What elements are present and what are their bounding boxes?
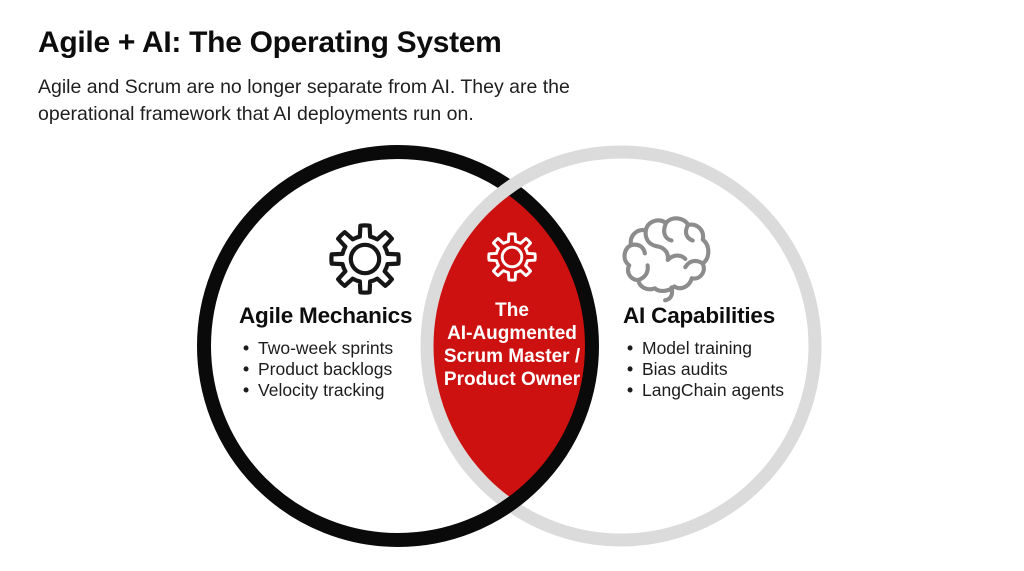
left-circle-title: Agile Mechanics [239,303,413,328]
left-circle-list: Two-week sprints Product backlogs Veloci… [241,338,444,401]
gear-icon [329,223,401,295]
right-circle-content: AI Capabilities Model training Bias audi… [623,303,833,401]
gear-icon [487,232,537,282]
list-item: Velocity tracking [241,380,444,401]
right-circle-ring-bottom [456,460,786,547]
list-item: Two-week sprints [241,338,444,359]
page-subtitle: Agile and Scrum are no longer separate f… [38,76,570,125]
right-circle-list: Model training Bias audits LangChain age… [625,338,833,401]
brain-icon [622,216,711,303]
intersection-lens [424,183,595,509]
page-title: Agile + AI: The Operating System [38,26,502,59]
left-circle-ring [197,145,599,547]
right-circle-title: AI Capabilities [623,303,776,328]
list-item: Model training [625,338,833,359]
list-item: LangChain agents [625,380,833,401]
list-item: Bias audits [625,359,833,380]
left-circle-content: Agile Mechanics Two-week sprints Product… [239,303,444,401]
list-item: Product backlogs [241,359,444,380]
intersection-label: The AI-Augmented Scrum Master / Product … [443,300,581,390]
